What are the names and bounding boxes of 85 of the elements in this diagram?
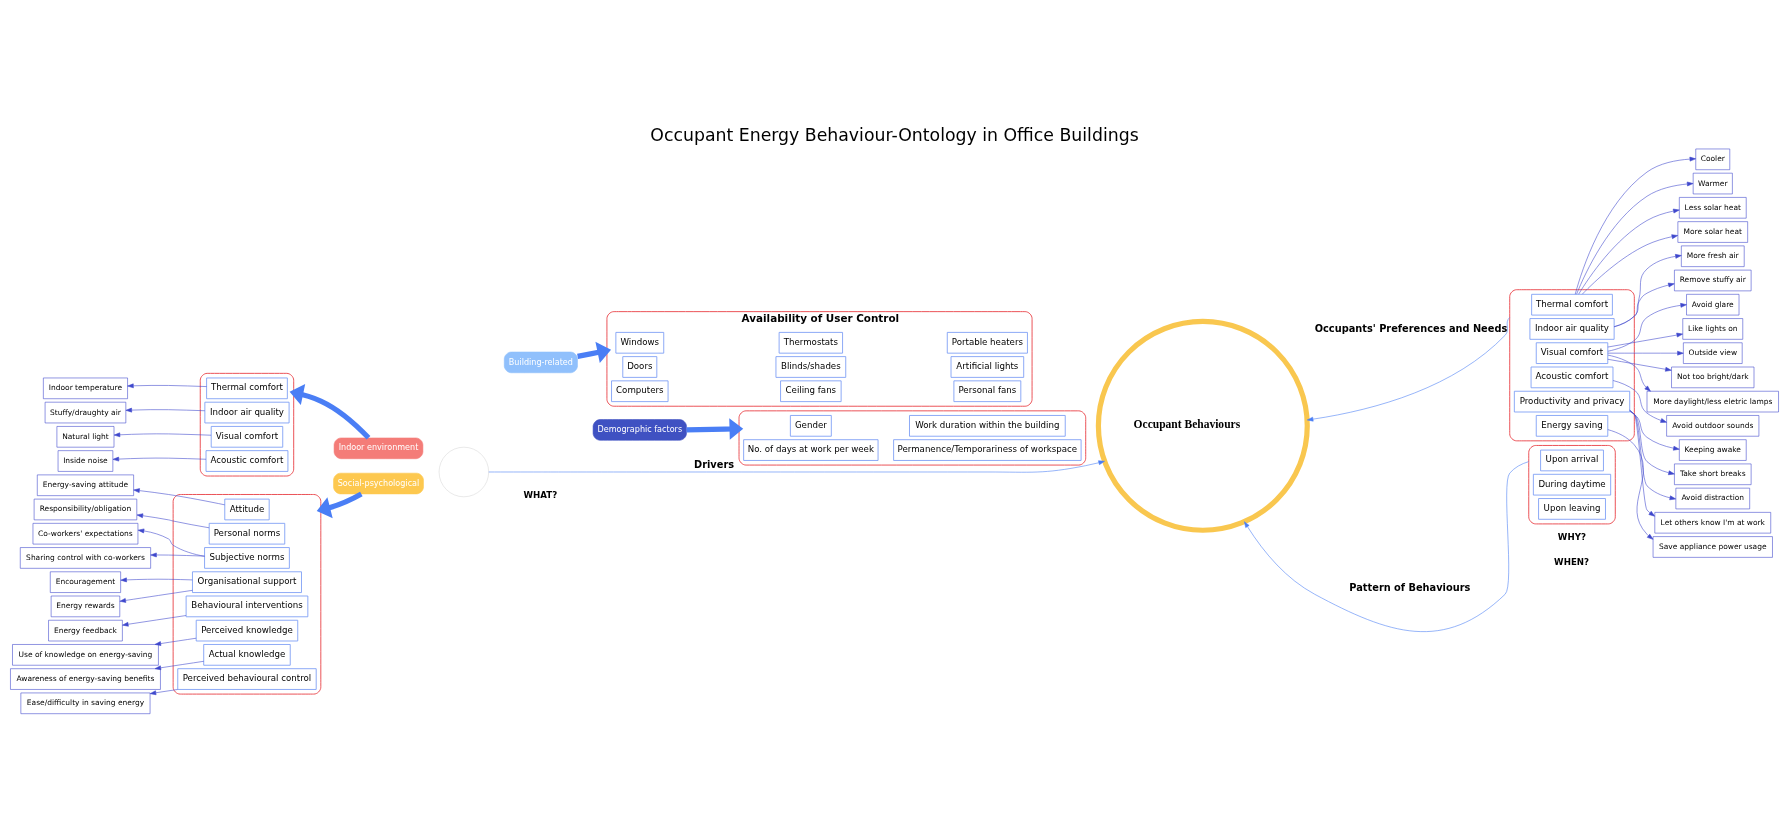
node-box: Subjective norms [204, 546, 290, 569]
arrow [112, 456, 207, 461]
node-box: Thermal comfort [206, 377, 288, 399]
arrow [113, 432, 212, 437]
node-box: Upon arrival [1540, 449, 1604, 471]
arrow [154, 660, 204, 670]
node-box: Permanence/Temporariness of workspace [893, 438, 1082, 461]
arrow [125, 407, 206, 412]
node-box: Indoor air quality [1529, 317, 1615, 340]
arrow [150, 552, 205, 557]
node-box: Organisational support [192, 570, 302, 593]
arrow [133, 487, 225, 505]
arrow [1607, 354, 1651, 392]
node-box: Perceived behavioural control [177, 667, 317, 690]
cluster [1509, 288, 1635, 441]
arrow [1612, 379, 1667, 423]
arrow [1629, 409, 1675, 475]
node-box: Work duration within the building [909, 414, 1066, 437]
node-box: During daytime [1532, 473, 1612, 495]
node-box: Attitude [224, 498, 270, 520]
arrow [316, 491, 363, 518]
node-box: Thermal comfort [1531, 293, 1613, 316]
cluster [172, 493, 322, 694]
arrow [1244, 460, 1530, 632]
arrow [122, 614, 187, 627]
cluster [1528, 444, 1616, 524]
node-box: Artificial lights [950, 355, 1025, 378]
edge-label: Pattern of Behaviours [1349, 581, 1471, 593]
arrow [289, 383, 371, 440]
node-box: Visual comfort [210, 425, 284, 448]
arrow [1306, 316, 1510, 421]
arrow [120, 577, 193, 582]
node-box: Acoustic comfort [205, 449, 289, 472]
node-box: Blinds/shades [775, 355, 847, 378]
node-box: Portable heaters [946, 331, 1028, 354]
node-box: Computers [611, 379, 669, 402]
node-box: Upon leaving [1538, 497, 1606, 520]
node-box: Personal fans [953, 379, 1022, 402]
node-box: Productivity and privacy [1513, 390, 1631, 412]
label: WHAT? [523, 489, 558, 500]
node-box: Thermostats [778, 331, 843, 354]
node-circle [438, 446, 489, 497]
arrow [1582, 233, 1678, 294]
arrow [1574, 156, 1696, 295]
arrow [1607, 358, 1672, 372]
arrow [1607, 350, 1684, 355]
diagram-title: Occupant Energy Behaviour-Ontology in Office Buildings [650, 124, 1139, 145]
label: WHY? [1557, 531, 1586, 542]
arrow [1613, 253, 1682, 327]
node-box: Gender [789, 414, 832, 437]
label: WHEN? [1554, 556, 1590, 567]
edge-label: Drivers [694, 458, 735, 470]
arrow [136, 512, 210, 528]
arrow [127, 383, 207, 388]
node-box: Windows [615, 331, 665, 354]
node-box: Indoor air quality [204, 401, 290, 423]
arrow [1607, 332, 1683, 347]
arrow [1613, 282, 1675, 327]
arrow [154, 637, 197, 646]
arrow [1578, 208, 1680, 294]
arrow [488, 459, 1105, 473]
node-box: Doors [622, 355, 658, 378]
node-box: No. of days at work per week [743, 438, 879, 461]
node-box: Energy saving [1535, 414, 1609, 437]
cluster [199, 372, 295, 476]
arrow [1629, 410, 1680, 450]
node-box: Personal norms [208, 522, 286, 545]
arrow [137, 528, 205, 557]
arrow [1607, 302, 1687, 351]
edge-label: Occupants' Preferences and Needs [1314, 322, 1508, 334]
arrow [1629, 409, 1676, 500]
node-box: Visual comfort [1535, 341, 1609, 364]
cluster [738, 409, 1087, 465]
arrow [149, 688, 178, 695]
arrow [119, 589, 193, 603]
node-box: Actual knowledge [203, 643, 291, 666]
arrow [577, 341, 612, 363]
arrow [686, 417, 744, 440]
node-box: Behavioural interventions [185, 595, 309, 617]
node-box: Acoustic comfort [1530, 366, 1614, 388]
arrow [1576, 181, 1694, 294]
arrow [1607, 428, 1654, 540]
arrow [1629, 409, 1655, 517]
node-box: Perceived knowledge [195, 619, 299, 641]
node-box: Ceiling fans [780, 379, 842, 402]
